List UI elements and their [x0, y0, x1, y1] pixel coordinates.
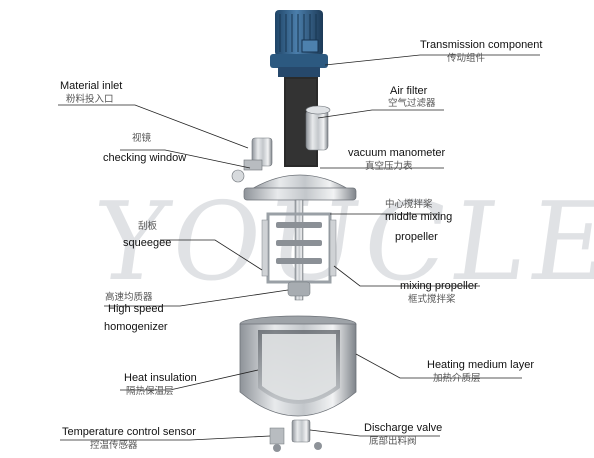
label-heating-medium-cn: 加热介质层 — [433, 373, 481, 384]
label-temp-sensor-en: Temperature control sensor — [62, 426, 196, 438]
motor — [270, 10, 328, 77]
leader-material-inlet — [58, 104, 249, 149]
leader-heat-insulation — [120, 369, 259, 391]
label-temp-sensor-cn: 控温传感器 — [90, 440, 138, 451]
vacuum-gauge — [305, 105, 331, 151]
label-middle-mixing-en2: propeller — [395, 231, 438, 243]
vessel-lid — [243, 174, 357, 201]
label-heat-insulation-cn: 隔热保温层 — [126, 386, 174, 397]
leader-high-speed — [104, 289, 289, 307]
label-mixing-propeller-en: mixing propeller — [400, 280, 478, 292]
label-material-inlet-en: Material inlet — [60, 80, 123, 92]
label-high-speed-en2: homogenizer — [104, 321, 168, 333]
label-discharge-valve-en: Discharge valve — [364, 422, 443, 434]
label-heating-medium-en: Heating medium layer — [427, 359, 534, 371]
label-vacuum-manometer-cn: 真空压力表 — [365, 161, 413, 172]
label-transmission-en: Transmission component — [420, 39, 543, 51]
label-air-filter-en: Air filter — [390, 85, 428, 97]
leader-air-filter — [317, 109, 444, 119]
leader-mixing-propeller — [333, 265, 480, 287]
label-high-speed-en1: High speed — [108, 303, 164, 315]
label-heat-insulation-en: Heat insulation — [124, 372, 197, 384]
leader-lines — [58, 54, 540, 441]
label-air-filter-cn: 空气过滤器 — [388, 98, 436, 109]
inlet-cluster — [231, 137, 273, 183]
vessel-body — [239, 315, 357, 452]
label-transmission-cn: 传动组件 — [447, 53, 486, 64]
label-material-inlet-cn: 粉料投入口 — [66, 94, 114, 105]
label-middle-mixing-en1: middle mixing — [385, 211, 453, 223]
label-squeegee-en: squeegee — [123, 237, 172, 249]
label-checking-window-cn: 视镜 — [132, 133, 152, 144]
leader-squeegee — [160, 239, 263, 271]
label-squeegee-cn: 刮板 — [138, 221, 158, 232]
leader-discharge-valve — [309, 429, 440, 437]
leader-heating-medium — [355, 353, 522, 379]
leader-temp-sensor — [60, 435, 271, 441]
label-high-speed-cn: 高速均质器 — [105, 292, 153, 303]
label-mixing-propeller-cn: 框式搅拌桨 — [408, 294, 456, 305]
leader-checking-window — [120, 149, 251, 169]
label-discharge-valve-cn: 底部出料阀 — [369, 436, 417, 447]
label-checking-window-en: checking window — [103, 152, 187, 164]
label-vacuum-manometer-en: vacuum manometer — [348, 147, 446, 159]
agitator — [261, 199, 337, 301]
leader-transmission — [324, 54, 540, 66]
label-middle-mixing-cn: 中心搅拌桨 — [385, 199, 433, 210]
